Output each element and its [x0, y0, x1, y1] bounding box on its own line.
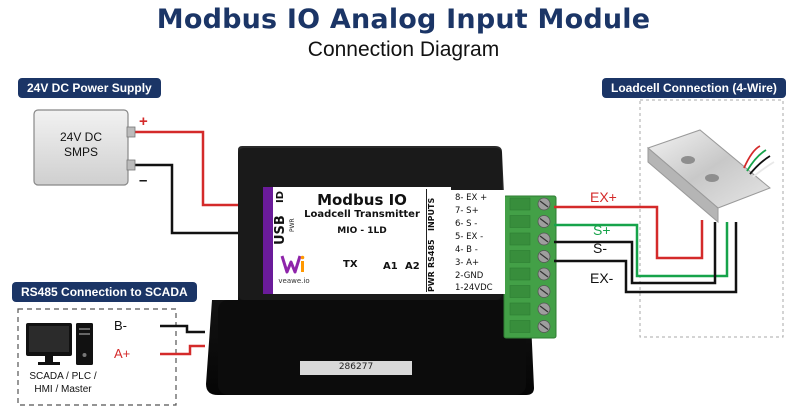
smps-label: 24V DC SMPS	[34, 130, 128, 160]
terminal-slot	[509, 232, 531, 246]
rs485-group-label: RS485	[427, 239, 436, 269]
loadcell-ex-minus-wire	[554, 222, 738, 294]
terminal-label: 3- A+	[455, 258, 480, 268]
smps-label-line1: 24V DC	[59, 130, 103, 144]
led-tx-label: TX	[343, 259, 358, 270]
scada-dashed-frame	[17, 308, 177, 406]
terminal-screw-slot	[539, 270, 549, 278]
id-switch-label: ID	[275, 190, 286, 204]
terminal-block	[503, 195, 557, 339]
rs485-b-minus-label: B-	[114, 318, 127, 333]
terminal-label: 6- S -	[455, 219, 478, 229]
serial-number: 286277	[338, 362, 374, 372]
ex-minus-label: EX-	[590, 270, 614, 286]
power-negative-wire	[134, 163, 240, 235]
pwr-group-label: PWR	[427, 271, 436, 293]
terminal-label: 7- S+	[455, 206, 479, 216]
page-subtitle: Connection Diagram	[307, 38, 500, 61]
terminal-label: 4- B -	[455, 245, 478, 255]
smps-label-line2: SMPS	[63, 145, 98, 159]
terminal-slot	[509, 285, 531, 298]
s-minus-label: S-	[593, 240, 607, 256]
monitor-icon	[26, 323, 72, 365]
terminal-slot	[509, 250, 531, 263]
led-a1-label: A1	[383, 261, 398, 272]
smps-negative-terminal	[126, 159, 136, 171]
power-section-badge: 24V DC Power Supply	[18, 78, 161, 98]
loadcell-wires	[554, 205, 738, 294]
label-column-divider	[426, 189, 427, 292]
label-accent-strip	[263, 187, 273, 294]
module-label-panel: USB PWR ID Modbus IO Loadcell Transmitte…	[263, 187, 451, 294]
power-plus-sign: +	[139, 113, 148, 130]
power-minus-sign: –	[139, 172, 148, 189]
loadcell-section-badge: Loadcell Connection (4-Wire)	[602, 78, 786, 98]
rs485-b-wire	[160, 324, 205, 334]
usb-pwr-small-label: PWR	[289, 218, 296, 232]
s-plus-label: S+	[593, 222, 611, 238]
terminal-screw-slot	[539, 200, 549, 208]
rs485-a-plus-label: A+	[114, 346, 131, 361]
rs485-a-wire	[160, 344, 205, 356]
module-logo-text: veawe.io	[278, 277, 310, 285]
led-a2-label: A2	[405, 261, 420, 272]
ex-plus-label: EX+	[590, 189, 617, 205]
terminal-label: 2-GND	[455, 271, 484, 281]
loadcell-s-plus-wire	[554, 222, 729, 278]
terminal-labels: 8- EX + 7- S+ 6- S - 5- EX - 4- B - 3- A…	[443, 190, 505, 294]
power-wires	[134, 130, 240, 235]
rs485-section-badge: RS485 Connection to SCADA	[12, 282, 197, 302]
loadcell-sensor	[647, 129, 775, 224]
terminal-slot	[509, 197, 531, 211]
veawe-logo-icon	[280, 253, 306, 275]
scada-device-line1: SCADA / PLC /	[29, 371, 97, 382]
module-brand-name: Modbus IO	[317, 191, 407, 209]
serial-sticker	[300, 361, 412, 375]
terminal-screw-slot	[539, 218, 549, 225]
terminal-label: 8- EX +	[455, 193, 488, 203]
smps-positive-terminal	[126, 126, 136, 138]
page-title: Modbus IO Analog Input Module	[156, 4, 651, 35]
scada-device-line2: HMI / Master	[34, 384, 92, 395]
loadcell-ex-plus-wire	[554, 205, 704, 260]
module-model-description: Loadcell Transmitter	[304, 209, 420, 220]
smps-device	[33, 109, 136, 186]
loadcell-s-minus-wire	[554, 222, 717, 285]
scada-group	[17, 308, 205, 406]
terminal-screw-slot	[539, 235, 549, 243]
terminal-label: 5- EX -	[455, 232, 484, 242]
power-positive-wire	[134, 130, 240, 207]
terminal-slot	[509, 267, 531, 281]
module-model-code: MIO - 1LD	[337, 226, 387, 236]
computer-tower-icon	[76, 323, 93, 365]
terminal-slot	[509, 320, 531, 333]
terminal-screw-slot	[539, 323, 549, 330]
terminal-slot	[509, 302, 531, 316]
terminal-label: 1-24VDC	[455, 283, 493, 293]
terminal-screw-slot	[539, 288, 549, 295]
terminal-screw-slot	[539, 253, 549, 260]
inputs-group-label: INPUTS	[427, 197, 436, 231]
scada-device-label: SCADA / PLC / HMI / Master	[20, 370, 106, 396]
loadcell-frame	[639, 99, 784, 338]
terminal-screw-slot	[539, 305, 549, 313]
terminal-slot	[509, 215, 531, 228]
